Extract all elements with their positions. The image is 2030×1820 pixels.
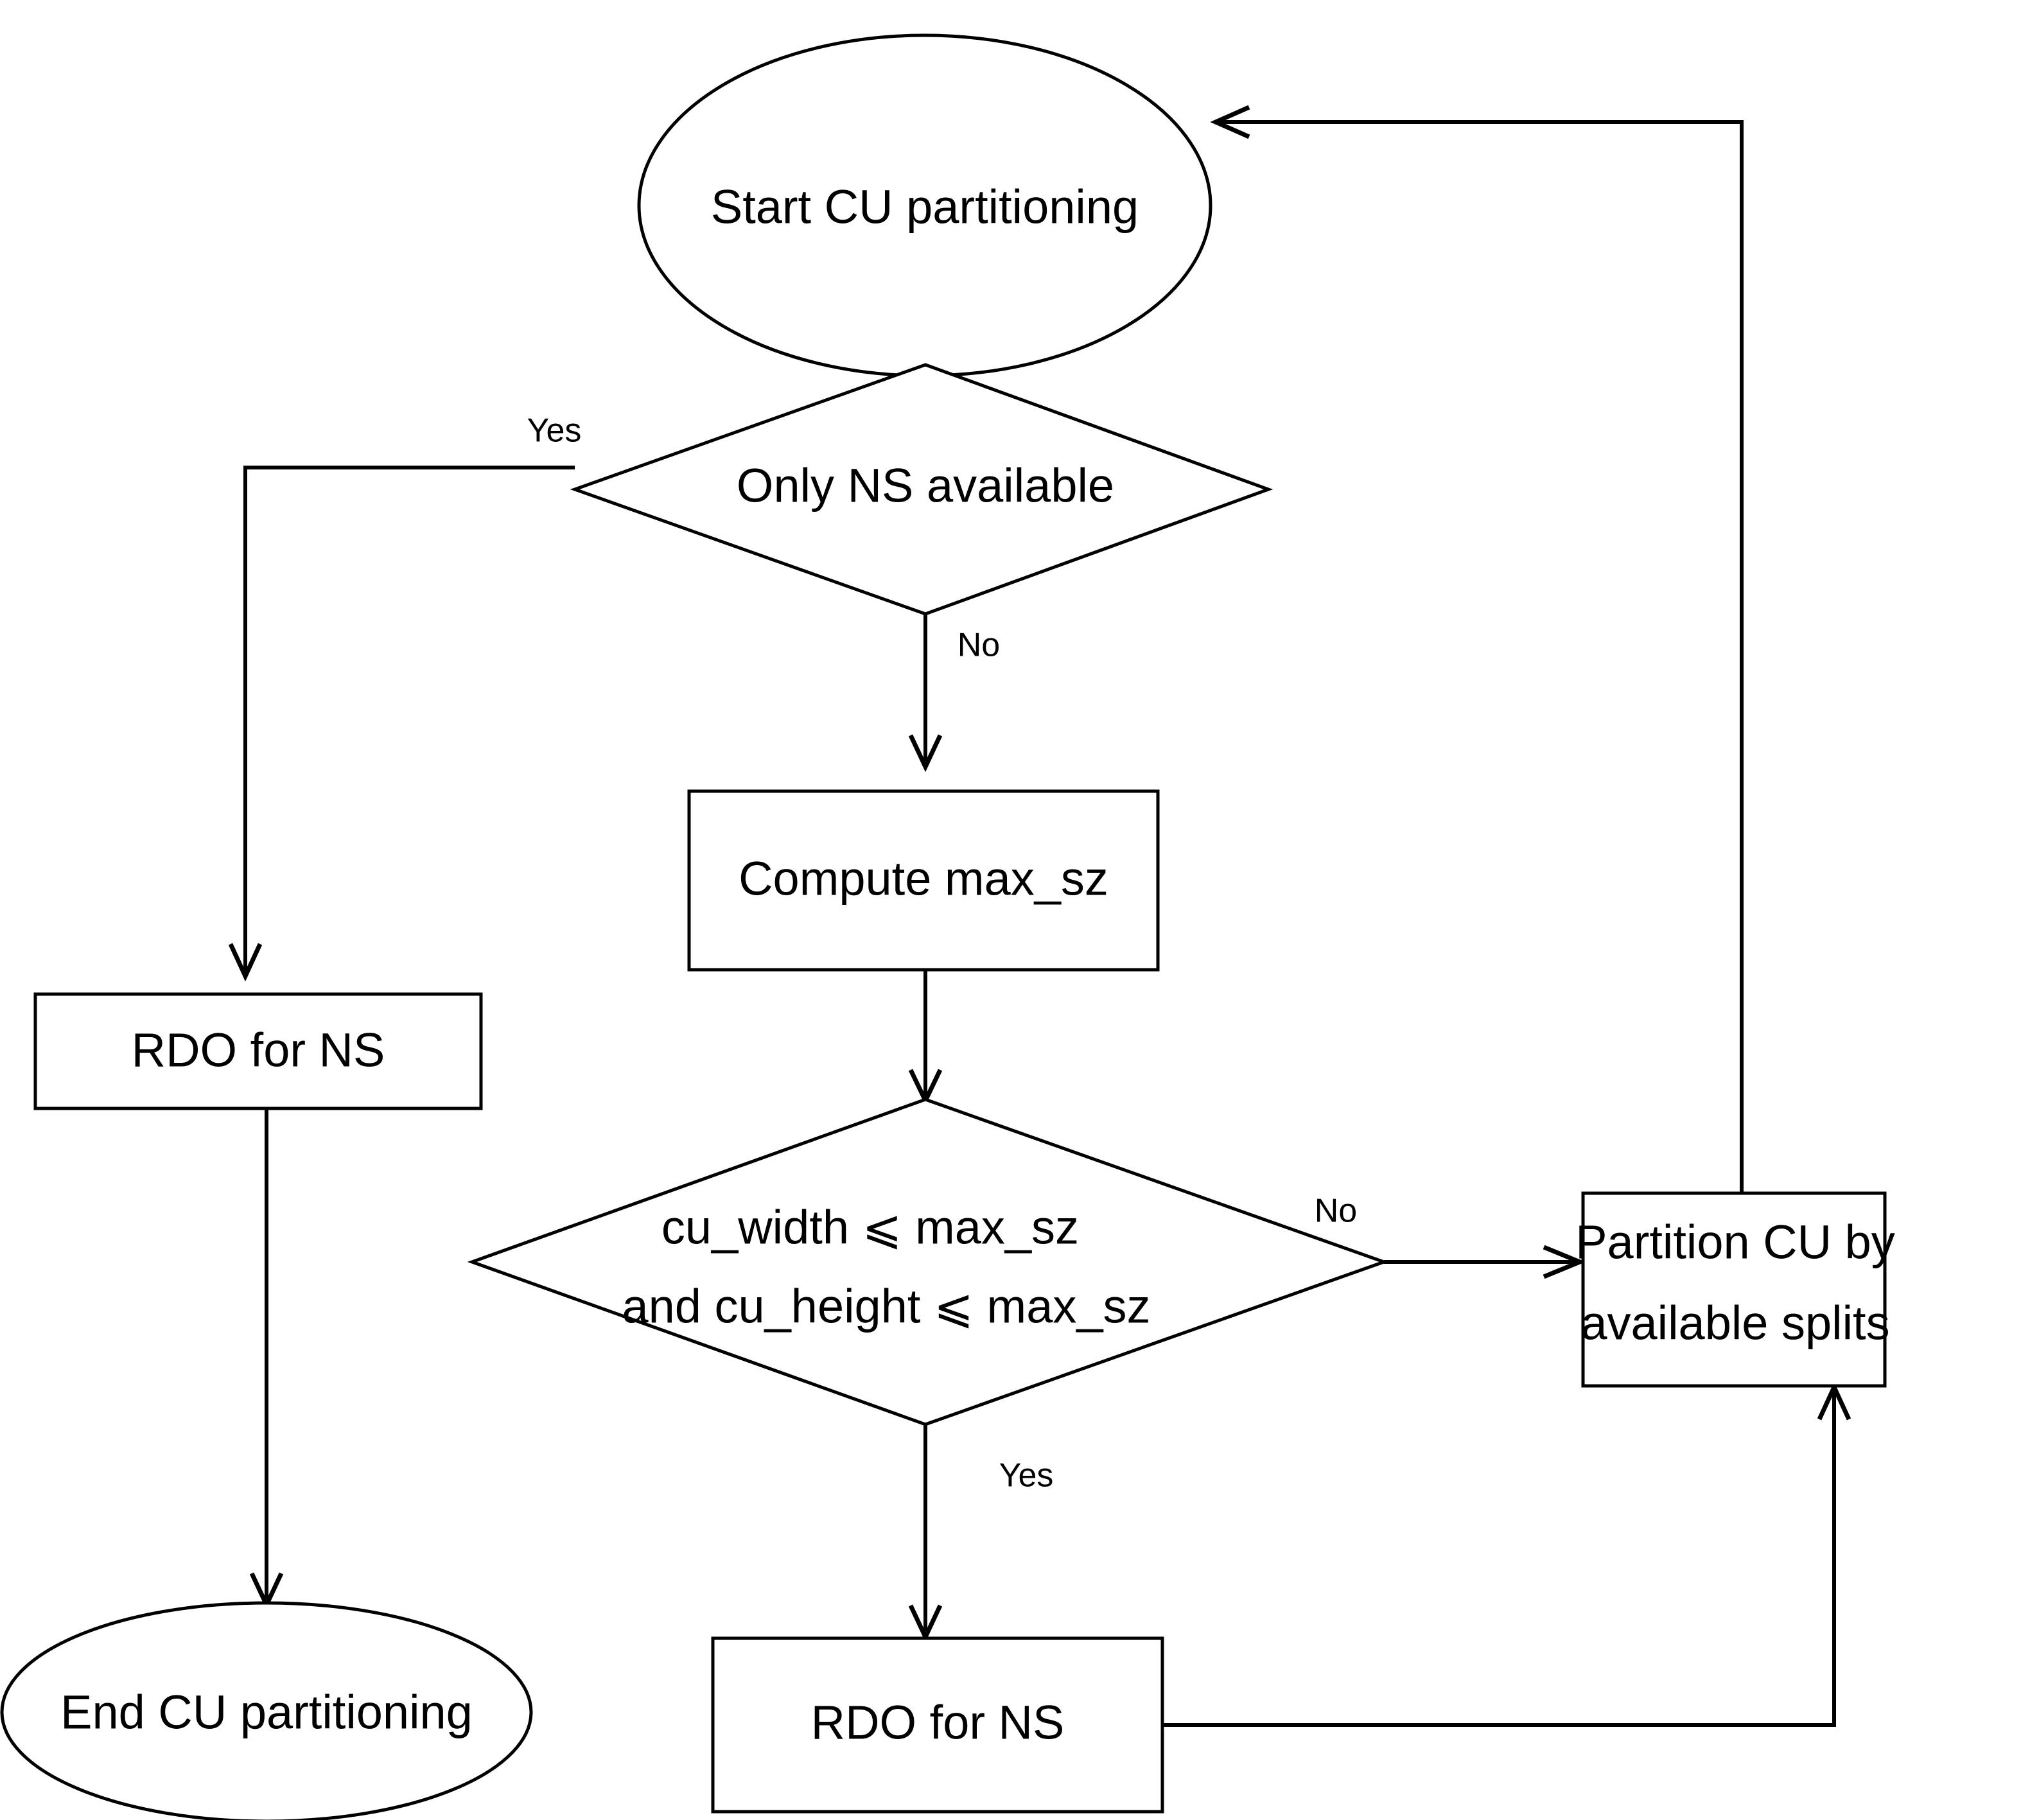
edge-size-yes-to-rdo-bottom (908, 1422, 943, 1643)
edge-label-only-ns-no: No (958, 627, 1000, 664)
node-decision-only-ns-label: Only NS available (737, 459, 1114, 512)
node-start[interactable]: Start CU partitioning (637, 33, 1212, 378)
node-decision-size-line1: cu_width ⩽ max_sz (661, 1201, 1079, 1254)
node-end-label: End CU partitioning (60, 1686, 473, 1739)
edge-label-only-ns-yes: Yes (527, 412, 582, 450)
node-rdo-ns-left[interactable]: RDO for NS (33, 992, 483, 1110)
edge-rdo-left-to-end (249, 1108, 284, 1611)
node-rdo-ns-bottom[interactable]: RDO for NS (711, 1636, 1164, 1814)
edge-partition-to-start-feedback (1210, 105, 1744, 1193)
node-rdo-ns-left-label: RDO for NS (132, 1024, 385, 1077)
edge-only-ns-no-to-compute (908, 613, 943, 773)
edge-only-ns-yes-to-rdo (228, 466, 575, 982)
node-partition-cu-line1: Partition CU by (1575, 1216, 1895, 1269)
node-compute-max-sz-label: Compute max_sz (739, 852, 1108, 906)
edge-rdo-bottom-to-partition (1164, 1381, 1851, 1727)
node-start-label: Start CU partitioning (711, 180, 1139, 234)
node-decision-size-line2: and cu_height ⩽ max_sz (622, 1280, 1150, 1333)
node-rdo-ns-bottom-label: RDO for NS (811, 1696, 1065, 1749)
node-end[interactable]: End CU partitioning (0, 1601, 533, 1820)
edge-compute-to-size-decision (908, 970, 943, 1107)
node-compute-max-sz[interactable]: Compute max_sz (687, 789, 1160, 972)
edge-label-size-no: No (1315, 1193, 1357, 1230)
node-decision-size[interactable]: cu_width ⩽ max_sz and cu_height ⩽ max_sz (467, 1098, 1389, 1426)
node-partition-cu-line2: available splits (1580, 1297, 1889, 1350)
edge-size-no-to-partition (1384, 1245, 1586, 1279)
node-decision-only-ns[interactable]: Only NS available (570, 363, 1273, 616)
node-partition-cu[interactable]: Partition CU by available splits (1575, 1191, 1895, 1388)
edge-label-size-yes: Yes (999, 1457, 1054, 1494)
